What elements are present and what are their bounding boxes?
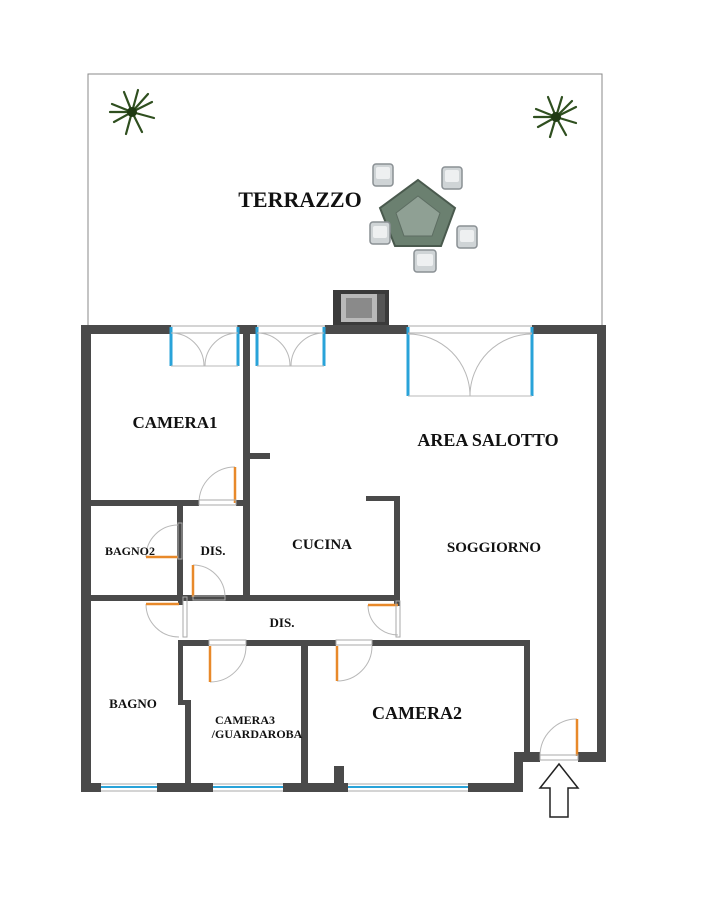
- room-label-cucina: CUCINA: [292, 537, 352, 553]
- chair-icon: [441, 166, 463, 190]
- chair-icon: [413, 249, 437, 273]
- chair-icon: [456, 225, 478, 249]
- room-label-bagno: BAGNO: [109, 696, 157, 711]
- chair-icon: [372, 163, 394, 187]
- room-label-terrazzo: TERRAZZO: [238, 187, 361, 212]
- room-label-dis-lower: DIS.: [270, 615, 295, 630]
- room-label-camera2: CAMERA2: [372, 703, 462, 723]
- entrance-arrow-icon: [538, 762, 580, 818]
- room-label-dis-upper: DIS.: [201, 543, 226, 558]
- room-label-camera3: CAMERA3: [215, 713, 275, 727]
- chair-icon: [369, 221, 391, 245]
- window-frames: [101, 325, 532, 792]
- room-label-soggiorno: SOGGIORNO: [447, 540, 541, 556]
- palm-plant-icon: [532, 95, 578, 139]
- room-label-camera1: CAMERA1: [133, 413, 218, 432]
- doors: [145, 466, 579, 757]
- barbecue-grill-icon: [333, 290, 389, 328]
- room-label-bagno2: BAGNO2: [105, 544, 155, 558]
- pentagon-table-icon: [378, 178, 457, 247]
- walls: [81, 325, 606, 792]
- room-label-area-salotto: AREA SALOTTO: [417, 430, 558, 450]
- window-arcs: [170, 332, 533, 397]
- door-frames: [177, 499, 579, 761]
- windows: [169, 327, 534, 396]
- palm-plant-icon: [108, 88, 156, 136]
- room-label-guardaroba: /GUARDAROBA: [211, 727, 303, 741]
